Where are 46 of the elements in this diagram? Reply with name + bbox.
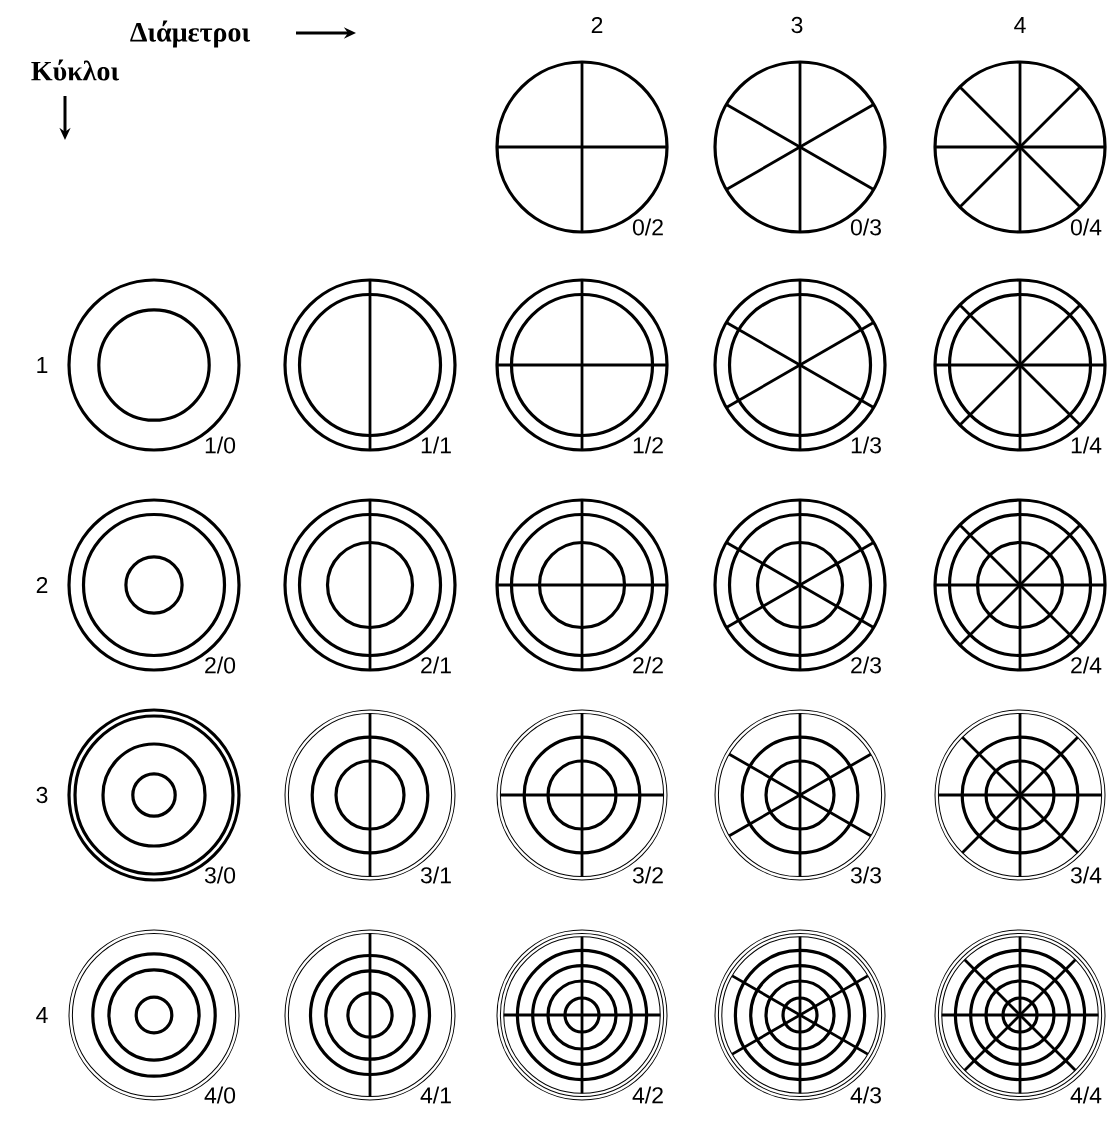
target-circle-drawing [283, 498, 457, 672]
circle-label: 3/2 [632, 866, 663, 884]
circle-label: 2/2 [633, 656, 663, 674]
circle-label: 3/4 [1070, 866, 1102, 884]
circle-label: 4/4 [1070, 1086, 1102, 1104]
circle-label: 3/1 [420, 866, 451, 884]
circle-label: 2/0 [205, 656, 236, 674]
target-circle-drawing [495, 498, 669, 672]
circle-label: 1/1 [421, 436, 451, 454]
circle-label: 4/1 [420, 1086, 451, 1104]
circle-label: 3/0 [204, 866, 236, 884]
row-number: 2 [36, 577, 48, 594]
target-circle-drawing [67, 708, 241, 882]
circle-label: 4/3 [850, 1086, 881, 1104]
column-number: 2 [591, 16, 603, 34]
circle-label: 0/2 [632, 218, 663, 236]
circle-label: 1/0 [205, 436, 236, 454]
axis-title: Κύκλοι [31, 59, 120, 81]
target-circle-drawing [283, 278, 457, 452]
column-number: 4 [1014, 17, 1026, 33]
column-number: 3 [791, 16, 803, 34]
axis-title: Διάμετροι [130, 20, 251, 48]
target-circle-drawing [933, 498, 1107, 672]
circle-label: 0/4 [1070, 218, 1102, 236]
target-circle-drawing [933, 278, 1107, 452]
row-number: 1 [37, 357, 48, 373]
target-circle-drawing [713, 278, 887, 452]
circle-label: 1/3 [851, 436, 881, 454]
target-circle-drawing [495, 278, 669, 452]
circle-label: 3/3 [850, 866, 881, 884]
circle-label: 4/2 [632, 1086, 663, 1104]
circle-label: 1/2 [633, 436, 663, 454]
row-number: 4 [36, 1007, 48, 1023]
target-circle-drawing [713, 60, 887, 234]
circle-label: 2/4 [1071, 656, 1102, 674]
target-circle-drawing [495, 60, 669, 234]
circle-label: 2/3 [851, 656, 881, 674]
target-circle-drawing [67, 278, 241, 452]
circle-label: 2/1 [421, 656, 451, 674]
circle-label: 4/0 [204, 1086, 236, 1104]
circle-label: 0/3 [850, 218, 881, 236]
target-circle-drawing [933, 60, 1107, 234]
circle-label: 1/4 [1071, 436, 1102, 454]
target-circle-drawing [67, 498, 241, 672]
target-circle-drawing [713, 498, 887, 672]
row-number: 3 [36, 786, 48, 804]
